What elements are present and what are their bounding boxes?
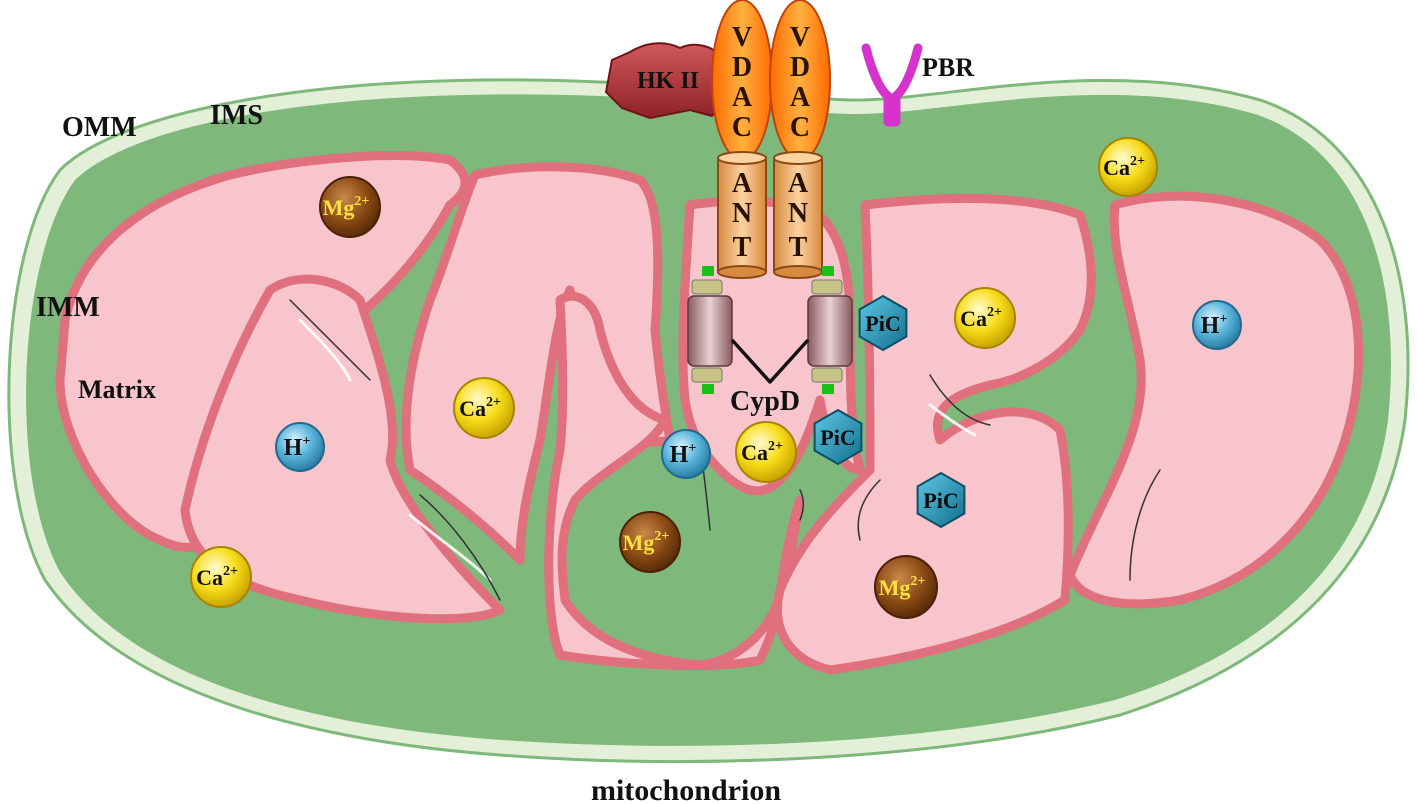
cypd-label: CypD: [730, 386, 800, 417]
vdac-channel-1: V D A C: [711, 0, 773, 161]
magnesium-ion-icon: Mg2+: [319, 176, 381, 238]
vdac-letter: C: [732, 112, 752, 143]
proton-ion-icon: H+: [661, 429, 711, 479]
ant-transporter-2: A N T: [773, 151, 823, 279]
calcium-ion-icon: Ca2+: [453, 377, 515, 439]
pbr-receptor: PBR: [861, 43, 974, 127]
calcium-ion-icon: Ca2+: [954, 287, 1016, 349]
vdac-letter: D: [732, 52, 752, 83]
cypd-connector: [730, 338, 810, 384]
vdac-letter: D: [790, 52, 810, 83]
calcium-label: Ca2+: [741, 439, 783, 465]
vdac-letter: A: [790, 82, 811, 113]
cristae-lines: [289, 299, 1161, 601]
hk2-label: HK II: [637, 68, 699, 94]
ant-letter: T: [733, 232, 752, 263]
omm-label: OMM: [62, 112, 137, 143]
magnesium-label: Mg2+: [623, 529, 670, 555]
imm-label: IMM: [36, 292, 100, 323]
vdac-letter: V: [790, 22, 810, 53]
calcium-ion-icon: Ca2+: [1098, 137, 1158, 197]
proton-label: H+: [670, 441, 697, 468]
vdac-letter: C: [790, 112, 810, 143]
calcium-label: Ca2+: [459, 395, 501, 421]
pic-carrier-icon: PiC: [858, 294, 908, 352]
ion-layer: Ca2+ Ca2+ Ca2+ Ca2+ Ca2+ Mg2+ Mg2+ Mg2+ H+ H+ H+ Pi…: [190, 137, 1242, 619]
pic-label: PiC: [923, 488, 958, 513]
proton-label: H+: [284, 434, 311, 461]
proton-ion-icon: H+: [275, 422, 325, 472]
calcium-label: Ca2+: [960, 305, 1002, 331]
figure-title: mitochondrion: [591, 774, 781, 804]
magnesium-ion-icon: Mg2+: [619, 511, 681, 573]
ims-label: IMS: [210, 100, 263, 131]
vdac-letter: A: [732, 82, 753, 113]
pic-label: PiC: [820, 425, 855, 450]
pic-label: PiC: [865, 311, 900, 336]
calcium-ion-icon: Ca2+: [190, 546, 252, 608]
magnesium-ion-icon: Mg2+: [874, 555, 938, 619]
ant-letter: T: [789, 232, 808, 263]
ant-letter: N: [732, 198, 752, 229]
pic-carrier-icon: PiC: [916, 471, 966, 529]
proton-ion-icon: H+: [1192, 300, 1242, 350]
channel-complex-right: [807, 266, 853, 394]
calcium-label: Ca2+: [196, 564, 238, 590]
calcium-label: Ca2+: [1103, 154, 1145, 180]
calcium-ion-icon: Ca2+: [735, 421, 797, 483]
ant-letter: A: [732, 168, 753, 199]
ant-letter: N: [788, 198, 808, 229]
hexokinase-ii: HK II: [604, 42, 732, 120]
channel-complex-left: [687, 266, 733, 394]
proton-label: H+: [1201, 312, 1228, 339]
magnesium-label: Mg2+: [323, 194, 370, 220]
pbr-label: PBR: [922, 53, 974, 82]
ant-letter: A: [788, 168, 809, 199]
pic-carrier-icon: PiC: [813, 408, 863, 466]
matrix-label: Matrix: [78, 375, 156, 404]
cristae-highlights: [298, 318, 977, 582]
vdac-channel-2: V D A C: [769, 0, 831, 161]
magnesium-label: Mg2+: [879, 574, 926, 600]
vdac-letter: V: [732, 22, 752, 53]
ant-transporter-1: A N T: [717, 151, 767, 279]
